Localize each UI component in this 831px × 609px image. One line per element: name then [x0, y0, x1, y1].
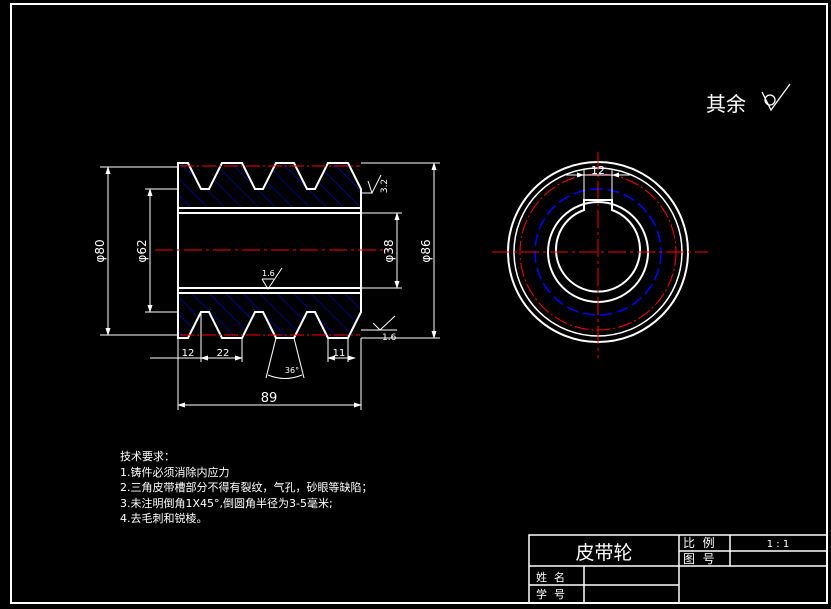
- scale-value: 1 : 1: [767, 539, 789, 550]
- drawing-no-label: 图 号: [683, 552, 715, 566]
- scale-label: 比 例: [683, 536, 715, 550]
- roughness-text-16-bore: 1.6: [262, 269, 275, 278]
- bore-keyway: [555, 199, 641, 293]
- angle-ext-left: [265, 337, 277, 379]
- lower-groove-profile: [177, 293, 362, 339]
- angle-text: 36°: [285, 366, 299, 375]
- part-name: 皮带轮: [575, 542, 632, 564]
- dim-text-38: φ38: [382, 239, 396, 262]
- technical-requirements: 技术要求： 1.铸件必须消除内应力 2.三角皮带槽部分不得有裂纹，气孔，砂眼等缺…: [120, 449, 373, 527]
- extension-lines: [100, 162, 440, 410]
- dim-text-11: 11: [333, 348, 346, 359]
- roughness-text-32: 3.2: [380, 179, 390, 193]
- dim-text-89: 89: [261, 391, 278, 406]
- tech-item: 1.铸件必须消除内应力: [120, 465, 230, 479]
- roughness-symbol-lower-icon: [372, 315, 396, 331]
- roughness-symbol-bore-icon: [261, 267, 283, 290]
- title-block: [528, 534, 828, 604]
- tech-item: 2.三角皮带槽部分不得有裂纹，气孔，砂眼等缺陷；: [120, 481, 373, 494]
- upper-groove-profile: [177, 162, 362, 208]
- dim-text-80: φ80: [93, 239, 107, 262]
- tech-item: 4.去毛刺和锐棱。: [120, 512, 208, 525]
- dim-text-86: φ86: [419, 239, 433, 262]
- section-view: φ80 φ62 φ38 φ86 12 22 11 89 36° 3.2 1.6 …: [93, 162, 440, 410]
- drawing-border: [10, 3, 828, 604]
- dim-text-62: φ62: [135, 239, 149, 262]
- tech-item: 3.未注明倒角1X45°,倒圆角半径为3-5毫米;: [120, 496, 333, 510]
- side-view: 12: [492, 152, 708, 358]
- not-machined-surface-symbol-icon: [761, 83, 791, 112]
- dim-text-12: 12: [182, 348, 195, 359]
- lower-rim-hatch: [178, 293, 361, 338]
- angle-ext-right: [293, 337, 305, 379]
- author-label: 姓 名: [536, 570, 565, 584]
- surface-note-prefix: 其余: [706, 92, 746, 116]
- roughness-text-16-right: 1.6: [382, 333, 397, 343]
- dim-text-22: 22: [217, 348, 230, 359]
- student-no-label: 学 号: [536, 587, 565, 601]
- angle-arc: [267, 374, 303, 379]
- tech-title: 技术要求：: [120, 450, 175, 463]
- keyway-dim-text: 12: [591, 164, 605, 177]
- upper-rim-hatch: [178, 163, 361, 208]
